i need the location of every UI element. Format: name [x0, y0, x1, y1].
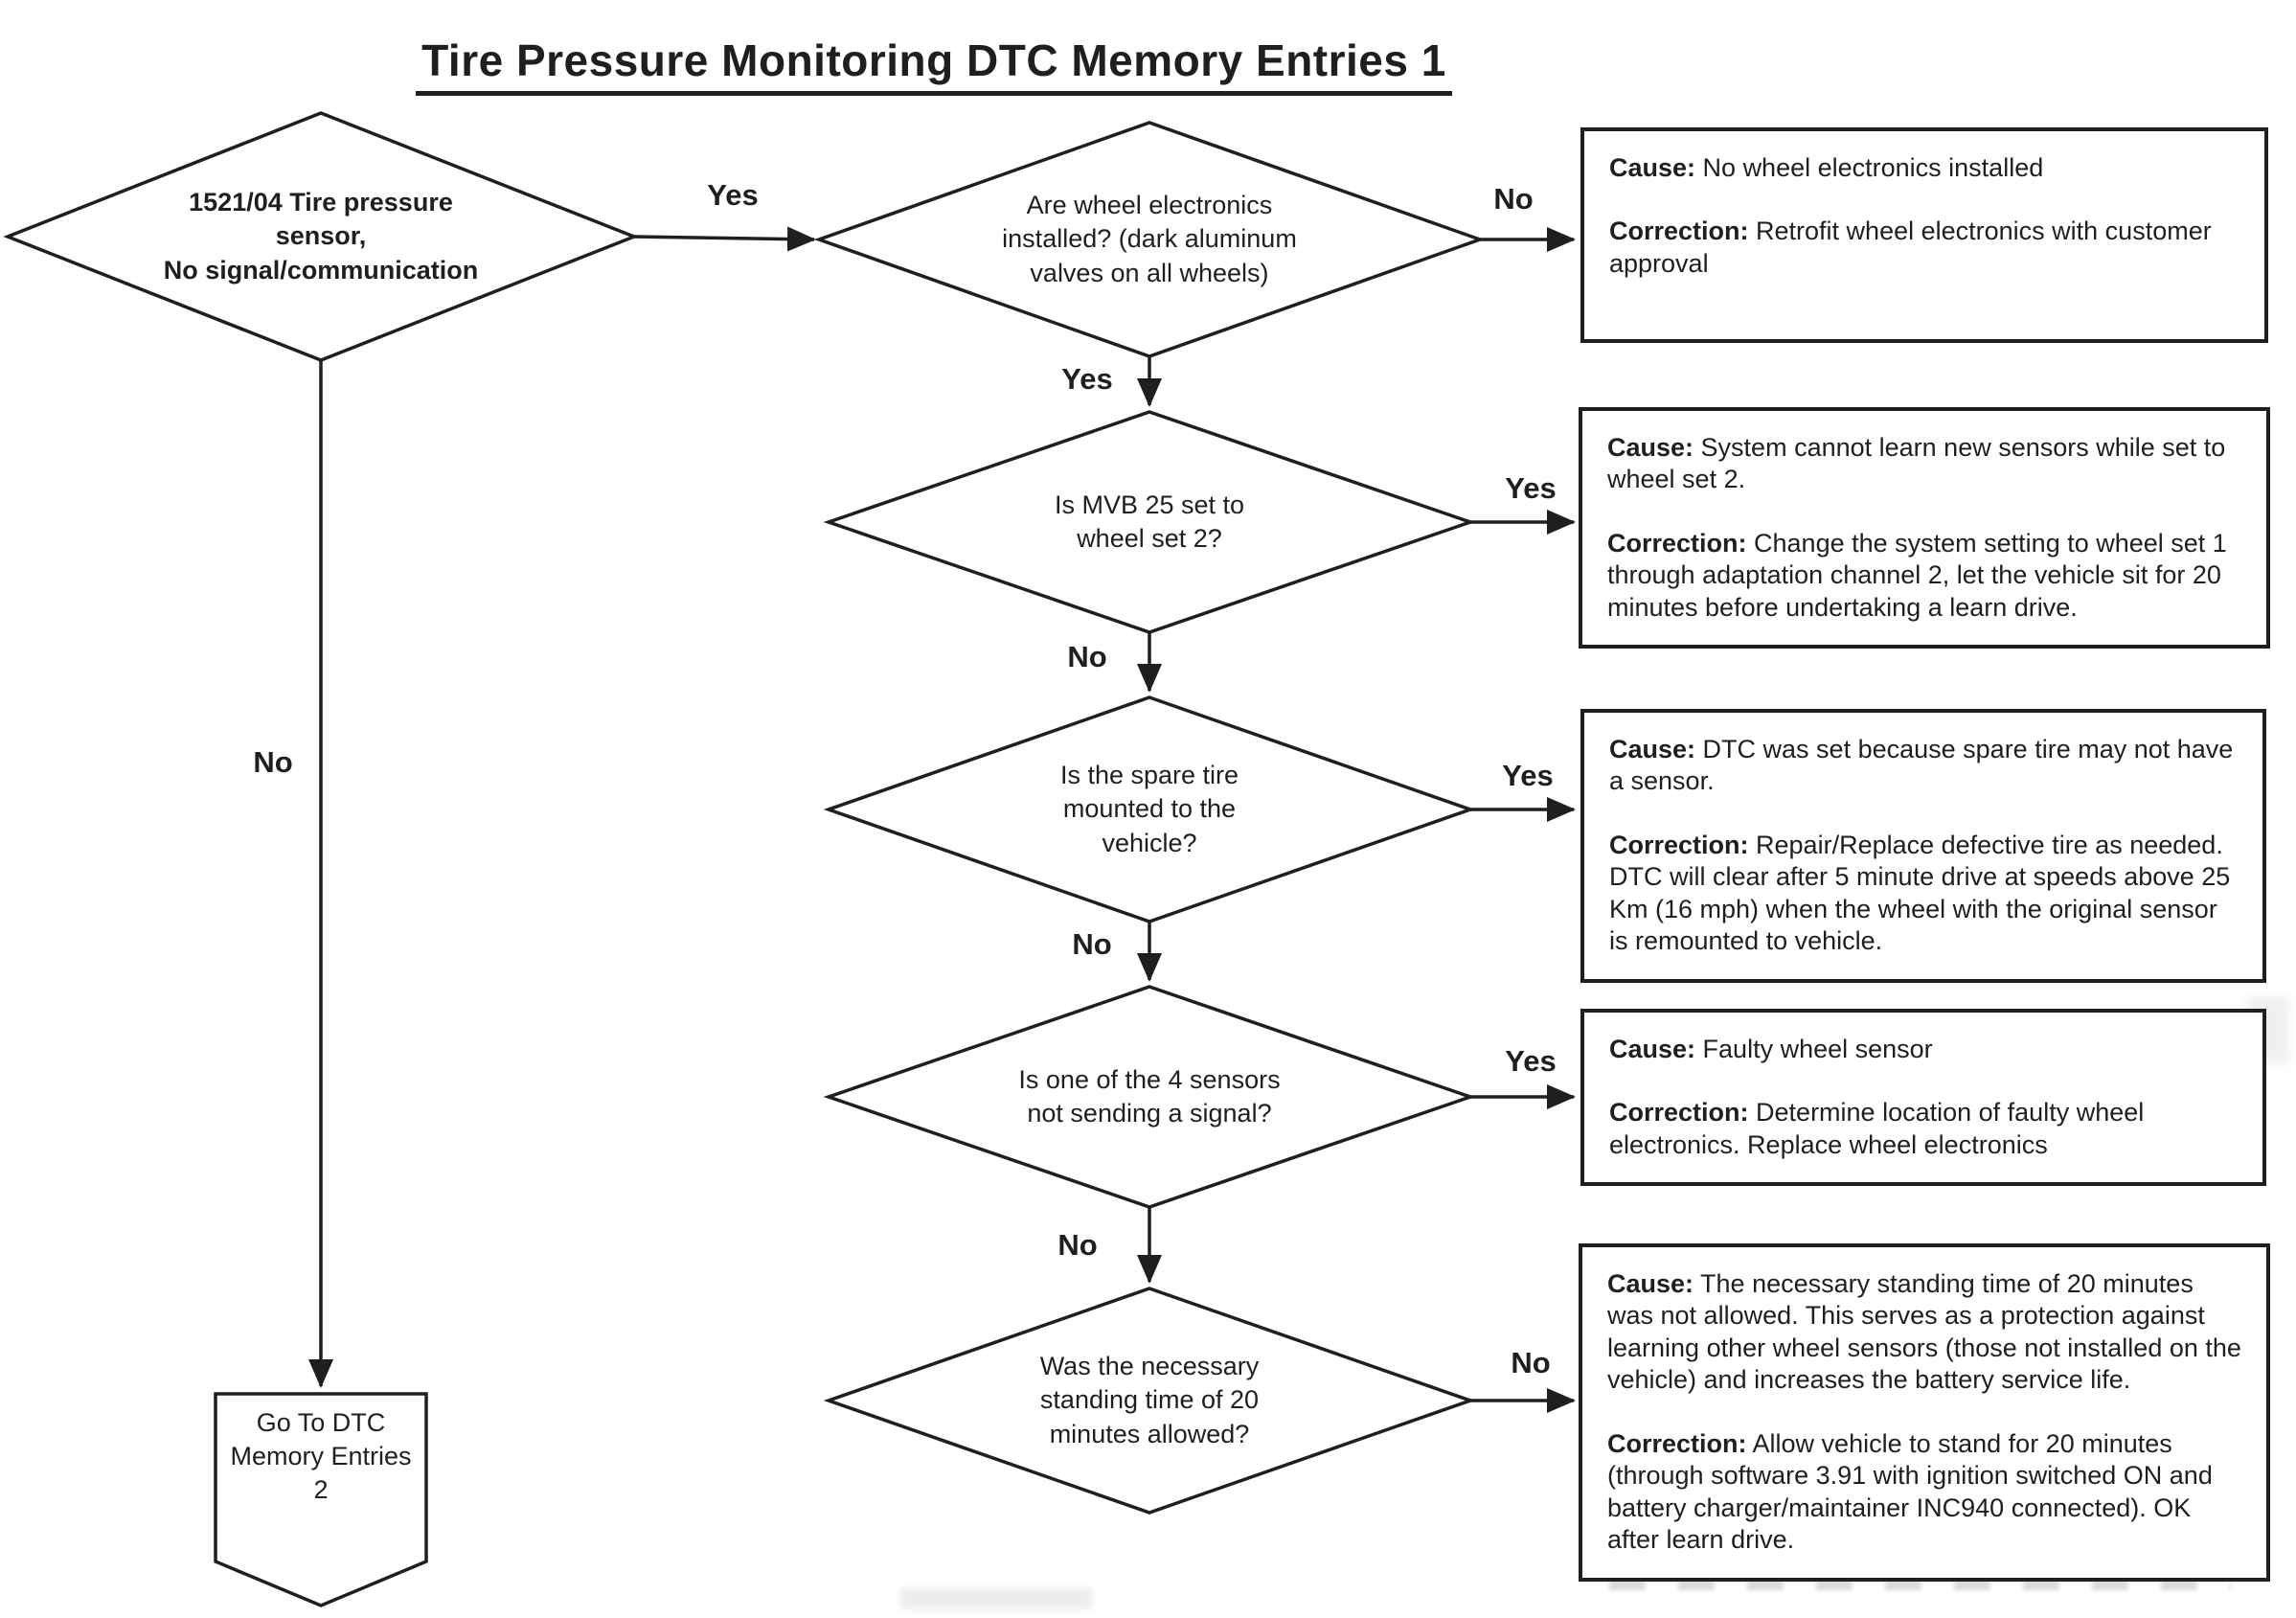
cause-label: Cause: — [1609, 735, 1696, 763]
correction-label: Correction: — [1607, 1428, 1747, 1458]
correction-text: Change the system setting to wheel set 1… — [1607, 528, 2227, 622]
diamond-start-outline — [3, 111, 639, 362]
edge-label-spare-yes: Yes — [1502, 759, 1554, 792]
correction-paragraph: Correction: Change the system setting to… — [1607, 528, 2241, 624]
correction-paragraph: Correction: Retrofit wheel electronics w… — [1609, 216, 2239, 280]
edge-label-mvb-yes: Yes — [1505, 471, 1557, 505]
correction-text: Allow vehicle to stand for 20 minutes (t… — [1607, 1428, 2213, 1555]
cause-text: No wheel electronics installed — [1702, 153, 2044, 182]
page-title: Tire Pressure Monitoring DTC Memory Entr… — [378, 34, 1489, 96]
correction-text: Retrofit wheel electronics with customer… — [1609, 216, 2212, 278]
cause-label: Cause: — [1607, 1269, 1694, 1298]
correction-label: Correction: — [1607, 528, 1747, 558]
correction-paragraph: Correction: Allow vehicle to stand for 2… — [1607, 1428, 2241, 1557]
cause-text: Faulty wheel sensor — [1702, 1035, 1933, 1063]
diamond-spare-tire-outline — [823, 695, 1476, 923]
offpage-connector-outline — [214, 1392, 428, 1607]
correction-text: Determine location of faulty wheel elect… — [1609, 1098, 2145, 1159]
cause-correction-box-four-sensors: Cause: Faulty wheel sensor Correction: D… — [1580, 1009, 2266, 1187]
edge-label-start-no: No — [253, 745, 293, 779]
diamond-wheel-electronics-outline — [813, 121, 1486, 358]
cause-paragraph: Cause: DTC was set because spare tire ma… — [1609, 734, 2238, 798]
diamond-four-sensors-text: Is one of the 4 sensors not sending a si… — [1018, 1064, 1281, 1128]
cause-paragraph: Cause: System cannot learn new sensors w… — [1607, 432, 2241, 496]
correction-label: Correction: — [1609, 1098, 1749, 1128]
edge-label-spare-no: No — [1072, 927, 1112, 961]
cause-correction-box-wheel-electronics: Cause: No wheel electronics installed Co… — [1580, 127, 2268, 343]
cause-correction-box-standing-time: Cause: The necessary standing time of 20… — [1579, 1243, 2270, 1582]
diamond-standing-time-outline — [823, 1287, 1476, 1515]
edge-start-to-wheel — [633, 226, 816, 252]
correction-paragraph: Correction: Determine location of faulty… — [1609, 1097, 2238, 1161]
correction-text: Repair/Replace defective tire as needed.… — [1609, 830, 2231, 956]
cause-label: Cause: — [1609, 1035, 1696, 1063]
cause-text: The necessary standing time of 20 minute… — [1607, 1269, 2241, 1395]
edge-label-start-yes: Yes — [707, 178, 759, 212]
diamond-mvb25-text: Is MVB 25 set to wheel set 2? — [1054, 490, 1245, 553]
edge-label-standing-no: No — [1511, 1346, 1551, 1379]
cause-label: Cause: — [1607, 433, 1694, 462]
page-title-text: Tire Pressure Monitoring DTC Memory Entr… — [416, 35, 1452, 96]
cause-text: DTC was set because spare tire may not h… — [1609, 735, 2234, 796]
diamond-wheel-electronics-text: Are wheel electronics installed? (dark a… — [1002, 191, 1297, 287]
cause-label: Cause: — [1609, 153, 1696, 182]
cause-paragraph: Cause: No wheel electronics installed — [1609, 152, 2239, 184]
correction-paragraph: Correction: Repair/Replace defective tir… — [1609, 830, 2238, 958]
diamond-mvb25-outline — [823, 410, 1476, 634]
edge-label-wheel-yes: Yes — [1061, 362, 1113, 396]
cause-paragraph: Cause: Faulty wheel sensor — [1609, 1034, 2238, 1065]
diamond-four-sensors-outline — [823, 985, 1476, 1209]
cause-correction-box-mvb25: Cause: System cannot learn new sensors w… — [1579, 407, 2270, 649]
diamond-start-text: 1521/04 Tire pressure sensor, No signal/… — [163, 188, 479, 285]
diamond-standing-time-text: Was the necessary standing time of 20 mi… — [1039, 1352, 1260, 1448]
edge-label-sensors-no: No — [1057, 1228, 1098, 1262]
edge-label-sensors-yes: Yes — [1505, 1044, 1557, 1078]
cause-correction-box-spare-tire: Cause: DTC was set because spare tire ma… — [1580, 709, 2266, 983]
correction-label: Correction: — [1609, 830, 1749, 859]
correction-label: Correction: — [1609, 216, 1749, 246]
diamond-spare-tire-text: Is the spare tire mounted to the vehicle… — [1059, 761, 1239, 857]
cause-text: System cannot learn new sensors while se… — [1607, 433, 2226, 494]
cause-paragraph: Cause: The necessary standing time of 20… — [1607, 1268, 2241, 1397]
edge-label-wheel-no: No — [1493, 182, 1534, 216]
edge-label-mvb-no: No — [1067, 640, 1107, 673]
offpage-connector-text: Go To DTC Memory Entries 2 — [230, 1408, 412, 1505]
